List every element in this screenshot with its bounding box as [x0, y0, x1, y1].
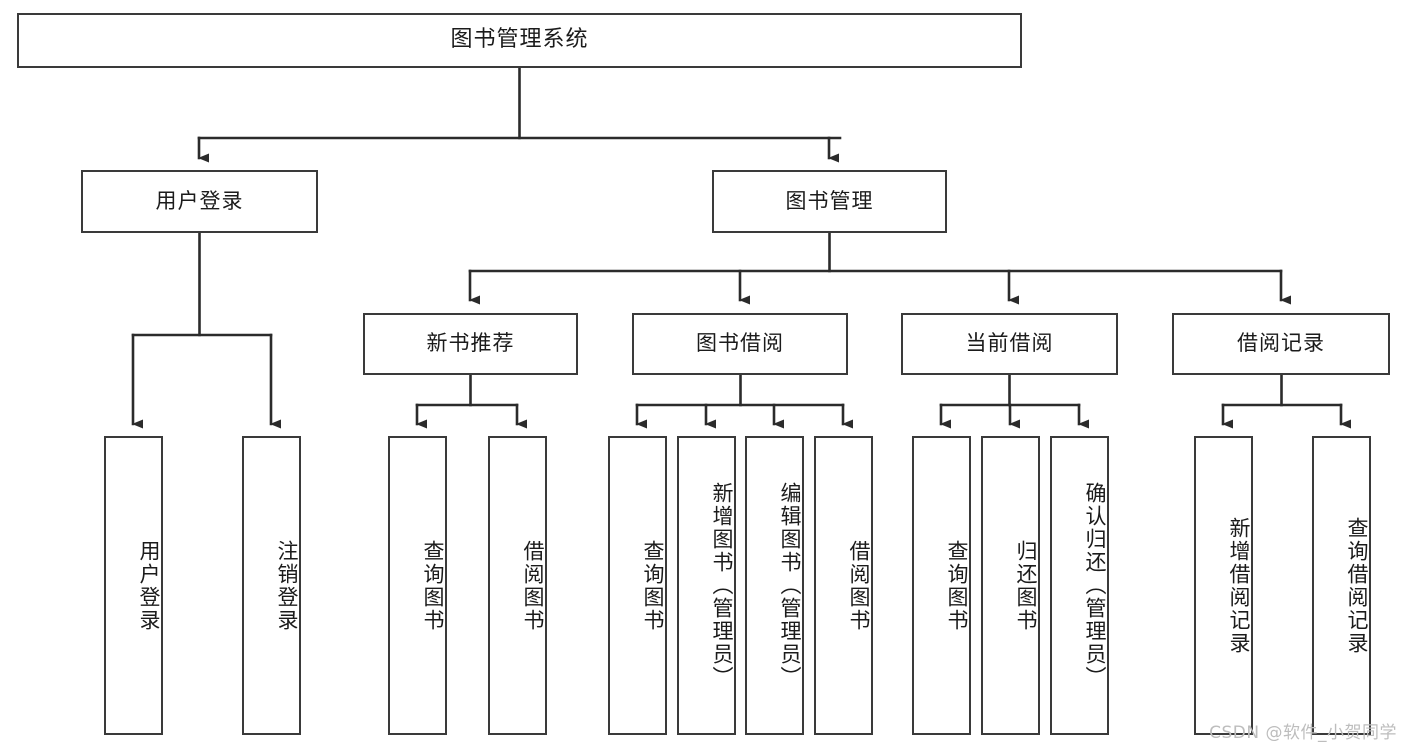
- node-leaf-confirm-return-label: 确认归还（管理员）: [1083, 482, 1107, 689]
- node-leaf-confirm-return[interactable]: 确认归还（管理员）: [1050, 436, 1109, 735]
- node-leaf-borrow-book-1-label: 借阅图书: [521, 539, 545, 632]
- node-new-book-rec-label: 新书推荐: [426, 331, 515, 356]
- node-leaf-query-book-2-label: 查询图书: [641, 539, 665, 632]
- node-leaf-add-book[interactable]: 新增图书（管理员）: [677, 436, 736, 735]
- node-book-manage[interactable]: 图书管理: [712, 170, 947, 233]
- node-leaf-query-book-1[interactable]: 查询图书: [388, 436, 447, 735]
- node-leaf-user-logout-label: 注销登录: [275, 539, 299, 632]
- node-leaf-borrow-book-2-label: 借阅图书: [847, 539, 871, 632]
- node-leaf-query-book-1-label: 查询图书: [421, 539, 445, 632]
- node-book-borrow[interactable]: 图书借阅: [632, 313, 848, 375]
- node-leaf-query-book-3[interactable]: 查询图书: [912, 436, 971, 735]
- node-leaf-query-book-3-label: 查询图书: [945, 539, 969, 632]
- node-user-login[interactable]: 用户登录: [81, 170, 318, 233]
- node-leaf-user-login-label: 用户登录: [137, 539, 161, 632]
- node-current-borrow[interactable]: 当前借阅: [901, 313, 1118, 375]
- node-leaf-user-logout[interactable]: 注销登录: [242, 436, 301, 735]
- node-leaf-add-book-label: 新增图书（管理员）: [710, 482, 734, 689]
- node-book-borrow-label: 图书借阅: [696, 331, 784, 356]
- node-root-label: 图书管理系统: [450, 27, 589, 53]
- node-current-borrow-label: 当前借阅: [965, 331, 1054, 356]
- node-borrow-record[interactable]: 借阅记录: [1172, 313, 1390, 375]
- node-root[interactable]: 图书管理系统: [17, 13, 1022, 68]
- node-leaf-borrow-book-2[interactable]: 借阅图书: [814, 436, 873, 735]
- node-leaf-return-book-label: 归还图书: [1014, 539, 1038, 632]
- node-borrow-record-label: 借阅记录: [1237, 331, 1325, 356]
- node-leaf-query-book-2[interactable]: 查询图书: [608, 436, 667, 735]
- node-leaf-query-record-label: 查询借阅记录: [1345, 516, 1369, 655]
- watermark: CSDN @软件_小贺同学: [1209, 723, 1397, 743]
- node-leaf-add-record[interactable]: 新增借阅记录: [1194, 436, 1253, 735]
- node-leaf-query-record[interactable]: 查询借阅记录: [1312, 436, 1371, 735]
- node-leaf-edit-book[interactable]: 编辑图书（管理员）: [745, 436, 804, 735]
- node-book-manage-label: 图书管理: [785, 188, 874, 213]
- node-leaf-return-book[interactable]: 归还图书: [981, 436, 1040, 735]
- node-new-book-rec[interactable]: 新书推荐: [363, 313, 578, 375]
- node-leaf-add-record-label: 新增借阅记录: [1227, 516, 1251, 655]
- node-user-login-label: 用户登录: [155, 188, 244, 213]
- node-leaf-user-login[interactable]: 用户登录: [104, 436, 163, 735]
- node-leaf-borrow-book-1[interactable]: 借阅图书: [488, 436, 547, 735]
- node-leaf-edit-book-label: 编辑图书（管理员）: [778, 482, 802, 689]
